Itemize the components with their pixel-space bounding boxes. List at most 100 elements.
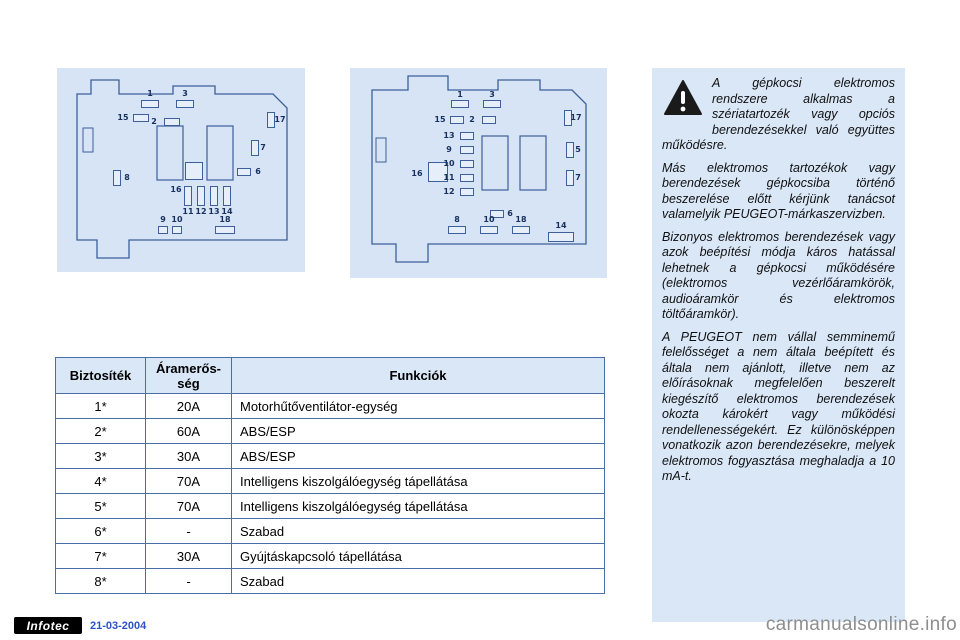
- amps-cell: 30A: [145, 443, 232, 469]
- fuse-slot: [451, 100, 469, 108]
- fuse-number: 10: [171, 215, 183, 224]
- amps-cell: -: [145, 568, 232, 594]
- header-amps: Áramerős- ség: [145, 357, 232, 394]
- fuse-number: 7: [260, 143, 266, 152]
- fuse-slot: [176, 100, 194, 108]
- fuse-slot: [460, 146, 474, 154]
- fuse-number: 1: [457, 90, 463, 99]
- fuse-table-header: Biztosíték Áramerős- ség Funkciók: [55, 357, 605, 394]
- fuse-slot: [113, 170, 121, 186]
- amps-cell: 20A: [145, 393, 232, 419]
- fuse-number: 5: [575, 145, 581, 154]
- amps-cell: -: [145, 518, 232, 544]
- fuse-cell: 6*: [55, 518, 146, 544]
- fuse-slot: [548, 232, 574, 242]
- fuse-cell: 5*: [55, 493, 146, 519]
- fuse-slot: [460, 174, 474, 182]
- warning-paragraph: Más elektromos tartozékok vagy berendezé…: [662, 160, 895, 222]
- connector-box: [375, 137, 387, 163]
- function-cell: ABS/ESP: [231, 418, 605, 444]
- fuse-slot: [215, 226, 235, 234]
- footer-date: 21-03-2004: [90, 620, 147, 632]
- fuse-number: 12: [443, 187, 455, 196]
- function-cell: Szabad: [231, 568, 605, 594]
- infotec-logo: Infotec: [14, 617, 82, 634]
- fuse-number: 8: [124, 173, 130, 182]
- fuse-number: 18: [515, 215, 527, 224]
- header-function: Funkciók: [231, 357, 605, 394]
- connector-box: [82, 127, 94, 153]
- amps-cell: 70A: [145, 468, 232, 494]
- fuse-number: 2: [151, 117, 157, 126]
- fuse-number: 13: [208, 207, 220, 216]
- fuse-number: 14: [221, 207, 233, 216]
- warning-text: A gépkocsi elektromos rendszere alkalmas…: [662, 76, 895, 485]
- fuse-cell: 3*: [55, 443, 146, 469]
- fuse-slot: [480, 226, 498, 234]
- fuse-slot: [512, 226, 530, 234]
- watermark: carmanualsonline.info: [765, 614, 957, 635]
- fuse-slot: [197, 186, 205, 206]
- fuse-number: 18: [219, 215, 231, 224]
- fuse-slot: [172, 226, 182, 234]
- fuse-number: 11: [182, 207, 194, 216]
- amps-cell: 30A: [145, 543, 232, 569]
- function-cell: Motorhűtőventilátor-egység: [231, 393, 605, 419]
- fuse-number: 15: [117, 113, 129, 122]
- fuse-slot: [251, 140, 259, 156]
- fuse-slot: [564, 110, 572, 126]
- fuse-number: 17: [274, 115, 286, 124]
- fuse-slot: [133, 114, 149, 122]
- fuse-cell: 8*: [55, 568, 146, 594]
- fuse-slot: [223, 186, 231, 206]
- fuse-slot: [448, 226, 466, 234]
- amps-cell: 70A: [145, 493, 232, 519]
- fuse-number: 1: [147, 89, 153, 98]
- fuse-number: 3: [489, 90, 495, 99]
- fuse-number: 9: [446, 145, 452, 154]
- fuse-slot: [460, 160, 474, 168]
- fuse-slot: [483, 100, 501, 108]
- relay-box: [206, 125, 234, 181]
- fuse-slot: [482, 116, 496, 124]
- fuse-number: 14: [555, 221, 567, 230]
- fuse-number: 16: [170, 185, 182, 194]
- header-fuse: Biztosíték: [55, 357, 146, 394]
- function-cell: Gyújtáskapcsoló tápellátása: [231, 543, 605, 569]
- function-cell: ABS/ESP: [231, 443, 605, 469]
- function-cell: Szabad: [231, 518, 605, 544]
- fuse-number: 11: [443, 173, 455, 182]
- fuse-number: 6: [507, 209, 513, 218]
- fuse-slot: [450, 116, 464, 124]
- fuse-number: 3: [182, 89, 188, 98]
- fuse-slot: [141, 100, 159, 108]
- fuse-slot: [428, 162, 448, 182]
- fuse-slot: [185, 162, 203, 180]
- fuse-number: 6: [255, 167, 261, 176]
- fuse-slot: [267, 112, 275, 128]
- fuse-number: 13: [443, 131, 455, 140]
- fuse-cell: 4*: [55, 468, 146, 494]
- fuse-number: 2: [469, 115, 475, 124]
- fuse-cell: 7*: [55, 543, 146, 569]
- warning-panel: A gépkocsi elektromos rendszere alkalmas…: [652, 68, 905, 622]
- fuse-number: 16: [411, 169, 423, 178]
- fuse-box-outline: [76, 79, 288, 259]
- fuse-number: 12: [195, 207, 207, 216]
- fuse-number: 15: [434, 115, 446, 124]
- table-row: 8*-Szabad: [55, 568, 605, 594]
- relay-box: [156, 125, 184, 181]
- fuse-slot: [158, 226, 168, 234]
- fuse-slot: [210, 186, 218, 206]
- fuse-slot: [490, 210, 504, 218]
